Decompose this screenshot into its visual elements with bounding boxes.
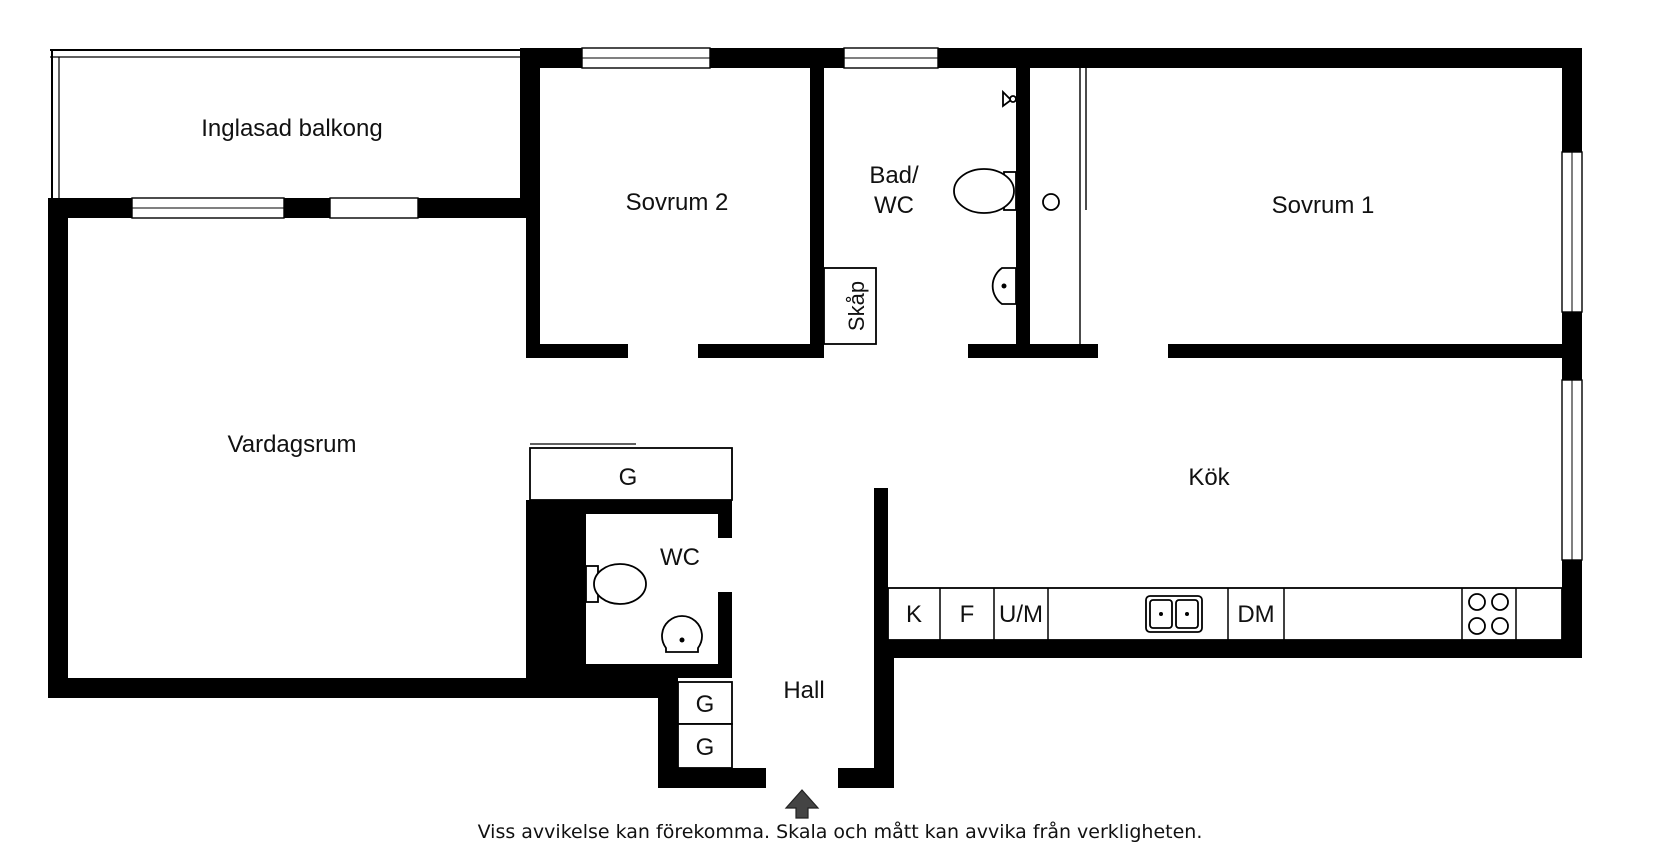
toilet-icon bbox=[585, 563, 647, 605]
kitchen-fridge-label: K bbox=[906, 601, 922, 628]
room-label-living: Vardagsrum bbox=[228, 431, 357, 458]
hall-storage-label-bottom: G bbox=[696, 734, 715, 761]
kitchen-freezer-label: F bbox=[960, 601, 975, 628]
drain-icon bbox=[1042, 193, 1060, 211]
fixtures bbox=[529, 89, 1563, 819]
walls bbox=[48, 48, 1582, 788]
shower-icon bbox=[1002, 89, 1017, 108]
storage-label: G bbox=[619, 464, 638, 491]
double-sink-icon bbox=[1145, 595, 1203, 633]
closet-label: Skåp bbox=[844, 281, 869, 331]
closet-box bbox=[823, 267, 877, 345]
room-label-bath-line2: WC bbox=[874, 192, 914, 219]
entrance-arrow-icon bbox=[784, 789, 820, 819]
kitchen-counter bbox=[887, 587, 1563, 641]
disclaimer-text: Viss avvikelse kan förekomma. Skala och … bbox=[478, 820, 1203, 843]
room-label-balcony: Inglasad balkong bbox=[201, 115, 382, 142]
labels: Inglasad balkong Sovrum 2 Bad/ WC Skåp S… bbox=[201, 115, 1374, 843]
room-label-kitchen: Kök bbox=[1188, 464, 1230, 491]
room-label-bedroom-2: Sovrum 2 bbox=[626, 189, 729, 216]
windows bbox=[50, 47, 1583, 561]
kitchen-microwave-label: U/M bbox=[999, 601, 1043, 628]
room-label-hall: Hall bbox=[783, 677, 824, 704]
room-label-bath-line1: Bad/ bbox=[869, 162, 919, 189]
stove-icon bbox=[1468, 593, 1509, 635]
hall-storage-label-top: G bbox=[696, 691, 715, 718]
room-label-wc: WC bbox=[660, 544, 700, 571]
sink-icon bbox=[991, 267, 1017, 305]
room-label-bedroom-1: Sovrum 1 bbox=[1272, 192, 1375, 219]
sink-icon bbox=[661, 615, 703, 653]
hall-storage-top bbox=[677, 681, 733, 725]
kitchen-dishwasher-label: DM bbox=[1237, 601, 1274, 628]
hall-storage-bottom bbox=[677, 723, 733, 769]
toilet-icon bbox=[953, 168, 1017, 214]
